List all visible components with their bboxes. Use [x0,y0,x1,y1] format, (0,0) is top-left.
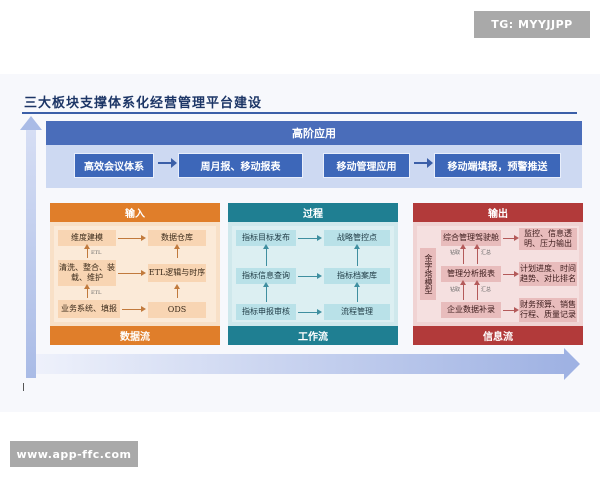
box-budget: 财务预算、销售行程、质量记录 [519,298,577,322]
band-item-mobile-reports: 周月报、移动报表 [178,153,303,178]
flow-arrow [474,280,480,300]
flow-arrow [460,244,466,264]
box-monitoring: 监控、信息透明、压力输出 [519,228,577,250]
box-plan-progress: 计划进度、时间趋势、对比排名 [519,262,577,286]
band-item-meeting-system: 高效会议体系 [74,153,154,178]
box-indicator-publish: 指标目标发布 [236,230,296,246]
flow-arrow [354,244,360,266]
flow-arrow [263,244,269,266]
output-panel-header: 输出 [413,203,583,222]
high-level-application-band: 高阶应用 高效会议体系 周月报、移动报表 移动管理应用 移动端填报，预警推送 [46,121,582,188]
flow-arrow [298,235,322,241]
flow-arrow [503,307,519,313]
flow-arrow [474,244,480,264]
flow-arrow [503,235,519,241]
flow-arrow [84,244,90,258]
flow-arrow [84,284,90,298]
box-cleaning: 清洗、整合、装载、维护 [58,260,116,286]
summary-label: 汇总 [481,287,492,293]
input-panel-body: 维度建模 数据仓库 ETL 清洗、整合、装载、维护 ETL逻辑与时序 ETL 业… [54,226,216,322]
vertical-arrow [26,128,36,378]
flow-arrow [460,280,466,300]
band-item-mobile-fill-alert: 移动端填报，预警推送 [434,153,561,178]
flow-arrow [414,158,433,168]
input-panel-footer: 数据流 [50,326,220,345]
box-dimension-modeling: 维度建模 [58,230,116,246]
band-item-mobile-apps: 移动管理应用 [323,153,410,178]
output-panel-body: 金字塔模型 综合管理驾驶舱 监控、信息透明、压力输出 钻取 汇总 管理分析报表 … [417,226,579,322]
drill-label: 钻取 [450,287,461,293]
drill-label: 钻取 [450,250,461,256]
arrow-right-icon [564,348,580,380]
box-indicator-archive: 指标档案库 [324,268,390,284]
flow-arrow [503,271,519,277]
flow-arrow [354,282,360,302]
flow-arrow [174,284,180,298]
box-enterprise-data: 企业数据补录 [441,302,501,318]
box-indicator-query: 指标信息查询 [236,268,296,284]
title-underline [22,112,577,114]
box-data-warehouse: 数据仓库 [148,230,206,246]
flow-arrow [118,235,146,241]
box-cockpit: 综合管理驾驶舱 [441,230,501,246]
box-pyramid-model: 金字塔模型 [420,248,436,300]
process-panel-footer: 工作流 [228,326,398,345]
band-header: 高阶应用 [46,121,582,145]
box-strategic-control: 战略管控点 [324,230,390,246]
process-panel: 过程 指标目标发布 战略管控点 指标信息查询 指标档案库 指标申报审核 流程管理… [228,203,398,345]
box-analysis-report: 管理分析报表 [441,266,501,282]
process-panel-body: 指标目标发布 战略管控点 指标信息查询 指标档案库 指标申报审核 流程管理 [232,226,394,322]
flow-arrow [118,270,146,276]
output-panel-footer: 信息流 [413,326,583,345]
summary-label: 汇总 [481,250,492,256]
watermark-top: TG: MYYJJPP [474,11,590,38]
flow-arrow [298,273,322,279]
flow-arrow [174,244,180,258]
flow-arrow [158,158,177,168]
input-panel-header: 输入 [50,203,220,222]
watermark-bottom: www.app-ffc.com [10,441,138,467]
output-panel: 输出 金字塔模型 综合管理驾驶舱 监控、信息透明、压力输出 钻取 汇总 管理分析… [413,203,583,345]
etl-label: ETL [91,250,102,256]
box-process-management: 流程管理 [324,304,390,320]
box-business-systems: 业务系统、填报 [58,300,120,318]
tick-mark [23,383,24,391]
box-etl-logic: ETL逻辑与时序 [148,264,206,282]
process-panel-header: 过程 [228,203,398,222]
flow-arrow [263,282,269,302]
flow-arrow [298,309,322,315]
box-indicator-approval: 指标申报审核 [236,304,296,320]
diagram-title: 三大板块支撑体系化经营管理平台建设 [24,96,263,111]
horizontal-arrow [36,354,566,374]
etl-label: ETL [91,290,102,296]
input-panel: 输入 维度建模 数据仓库 ETL 清洗、整合、装载、维护 ETL逻辑与时序 ET… [50,203,220,345]
arrow-up-icon [20,116,42,130]
flow-arrow [122,306,146,312]
box-ods: ODS [148,302,206,318]
